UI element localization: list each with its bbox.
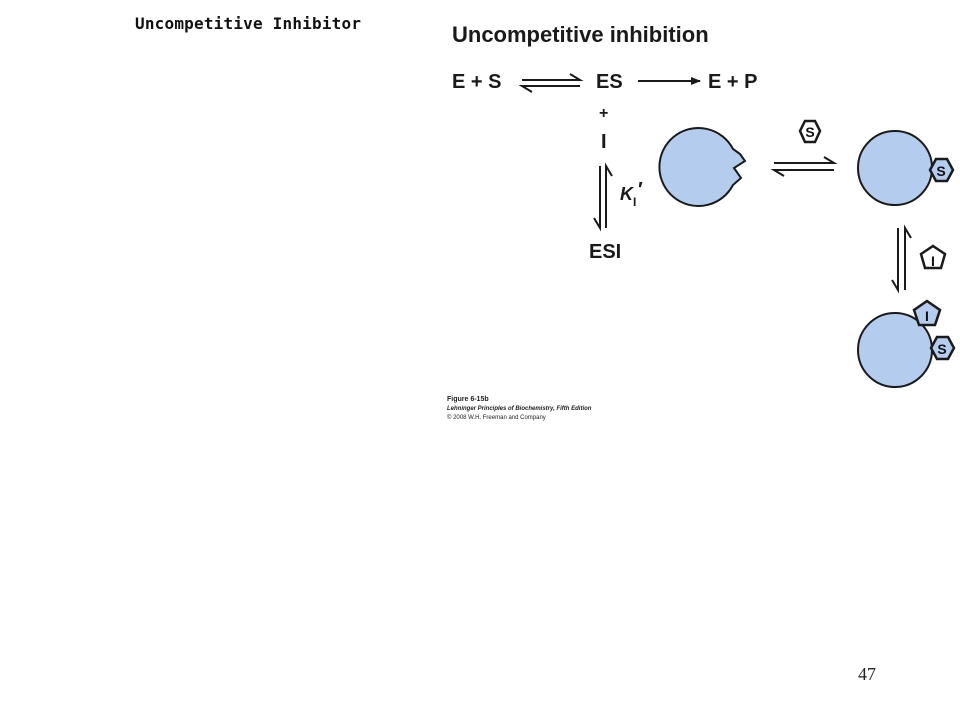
cartoon-equilibrium-arrows	[770, 156, 838, 177]
free-enzyme-shape	[658, 127, 747, 207]
inhibitor-token-free-label: I	[931, 253, 935, 269]
plus-sign: +	[599, 105, 608, 122]
dissociation-constant-symbol: K	[620, 184, 635, 204]
bound-substrate-token: S	[928, 157, 955, 183]
bound-inhibitor-label: I	[925, 308, 929, 324]
substrate-token-free-label: S	[805, 124, 814, 140]
esi-bound-substrate-label: S	[937, 341, 946, 357]
caption-book: Lehninger Principles of Biochemistry, Fi…	[447, 406, 592, 412]
inhibitor-token-free: I	[919, 244, 947, 270]
slide-title: Uncompetitive Inhibitor	[135, 14, 362, 33]
reaction-left: E + S	[452, 71, 501, 93]
substrate-token-free: S	[798, 119, 822, 144]
figure-heading: Uncompetitive inhibition	[452, 22, 709, 47]
reaction-right: E + P	[708, 71, 757, 93]
es-enzyme-shape	[857, 130, 933, 206]
cartoon-vertical-arrows	[891, 224, 912, 294]
dissociation-constant-subscript: I	[633, 195, 636, 209]
esi-complex-label: ESI	[589, 241, 621, 263]
bound-inhibitor-token: I	[912, 299, 942, 327]
esi-bound-substrate-token: S	[929, 335, 956, 361]
equilibrium-arrows-vertical	[593, 162, 613, 232]
caption-figure-id: Figure 6-15b	[447, 396, 489, 403]
reaction-middle: ES	[596, 71, 623, 93]
page-number: 47	[858, 664, 876, 684]
dissociation-constant-prime: ′	[638, 179, 643, 201]
bound-substrate-label: S	[936, 163, 945, 179]
equilibrium-arrows-horizontal	[518, 73, 584, 93]
caption-copyright: © 2008 W.H. Freeman and Company	[447, 414, 546, 421]
inhibitor-symbol: I	[601, 131, 607, 153]
